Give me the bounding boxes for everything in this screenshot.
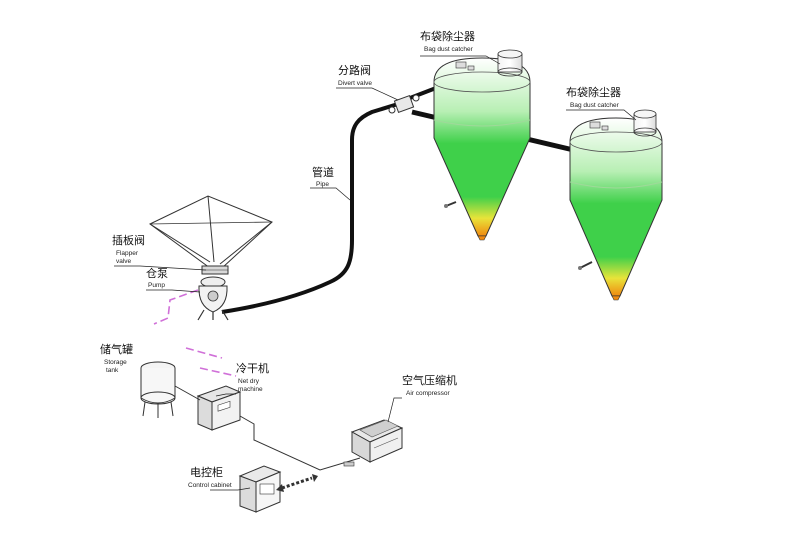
bag-dust-catcher-2[interactable] <box>569 109 663 301</box>
silo-pump[interactable] <box>197 276 229 321</box>
feed-hopper <box>149 195 273 269</box>
svg-text:Divert valve: Divert valve <box>338 80 372 87</box>
svg-text:空气压缩机: 空气压缩机 <box>402 373 457 387</box>
signal-arrow <box>276 474 318 492</box>
svg-text:布袋除尘器: 布袋除尘器 <box>566 85 621 99</box>
svg-text:冷干机: 冷干机 <box>236 361 269 375</box>
silo-1-top-cap <box>497 49 523 77</box>
label-flapper-valve: 插板阀 Flapper valve <box>112 233 145 265</box>
control-cabinet[interactable] <box>238 465 282 513</box>
svg-text:valve: valve <box>116 258 132 265</box>
svg-text:管道: 管道 <box>312 165 334 179</box>
svg-text:Storage: Storage <box>104 359 127 366</box>
svg-text:Pipe: Pipe <box>316 181 329 188</box>
svg-text:tank: tank <box>106 367 119 374</box>
air-compressor-hose-fitting <box>343 461 355 467</box>
svg-text:Air compressor: Air compressor <box>406 390 451 397</box>
svg-text:仓泵: 仓泵 <box>146 266 168 280</box>
svg-text:Control cabinet: Control cabinet <box>188 482 232 489</box>
svg-text:Net dry: Net dry <box>238 378 260 385</box>
svg-text:布袋除尘器: 布袋除尘器 <box>420 29 475 43</box>
svg-text:Flapper: Flapper <box>116 250 139 257</box>
label-storage-tank: 储气罐 Storage tank <box>100 342 133 374</box>
air-compressor[interactable] <box>350 419 404 463</box>
svg-text:电控柜: 电控柜 <box>190 465 223 479</box>
svg-text:Pump: Pump <box>148 282 165 289</box>
svg-text:分路阀: 分路阀 <box>338 63 371 77</box>
label-pipe: 管道 Pipe <box>312 165 334 188</box>
bag-dust-catcher-1[interactable] <box>433 49 531 241</box>
silo-1-level-sensor <box>444 201 457 208</box>
air-line-tank-dryer <box>174 385 201 401</box>
air-line-dryer-compressor <box>239 415 361 471</box>
svg-text:Bag dust catcher: Bag dust catcher <box>424 46 474 53</box>
silo-2-top-cap <box>633 109 657 137</box>
label-bag-dust-catcher-1: 布袋除尘器 Bag dust catcher <box>420 29 475 53</box>
storage-tank[interactable] <box>140 361 176 418</box>
refrigerated-dryer[interactable] <box>196 385 242 431</box>
svg-text:储气罐: 储气罐 <box>100 342 133 356</box>
divert-valve[interactable] <box>388 94 420 114</box>
svg-text:插板阀: 插板阀 <box>112 233 145 247</box>
conveying-pipe <box>221 102 399 314</box>
label-air-compressor: 空气压缩机 Air compressor <box>402 373 457 397</box>
label-pump: 仓泵 Pump <box>146 266 168 289</box>
svg-text:machine: machine <box>238 386 263 393</box>
label-dryer: 冷干机 Net dry machine <box>236 361 269 393</box>
leader-lines <box>114 55 637 491</box>
label-bag-dust-catcher-2: 布袋除尘器 Bag dust catcher <box>566 85 621 109</box>
air-supply-lines <box>153 289 237 377</box>
label-divert-valve: 分路阀 Divert valve <box>338 63 372 87</box>
svg-text:Bag dust catcher: Bag dust catcher <box>570 102 620 109</box>
silo-2-level-sensor <box>578 261 593 270</box>
label-control-cabinet: 电控柜 Control cabinet <box>188 465 232 489</box>
